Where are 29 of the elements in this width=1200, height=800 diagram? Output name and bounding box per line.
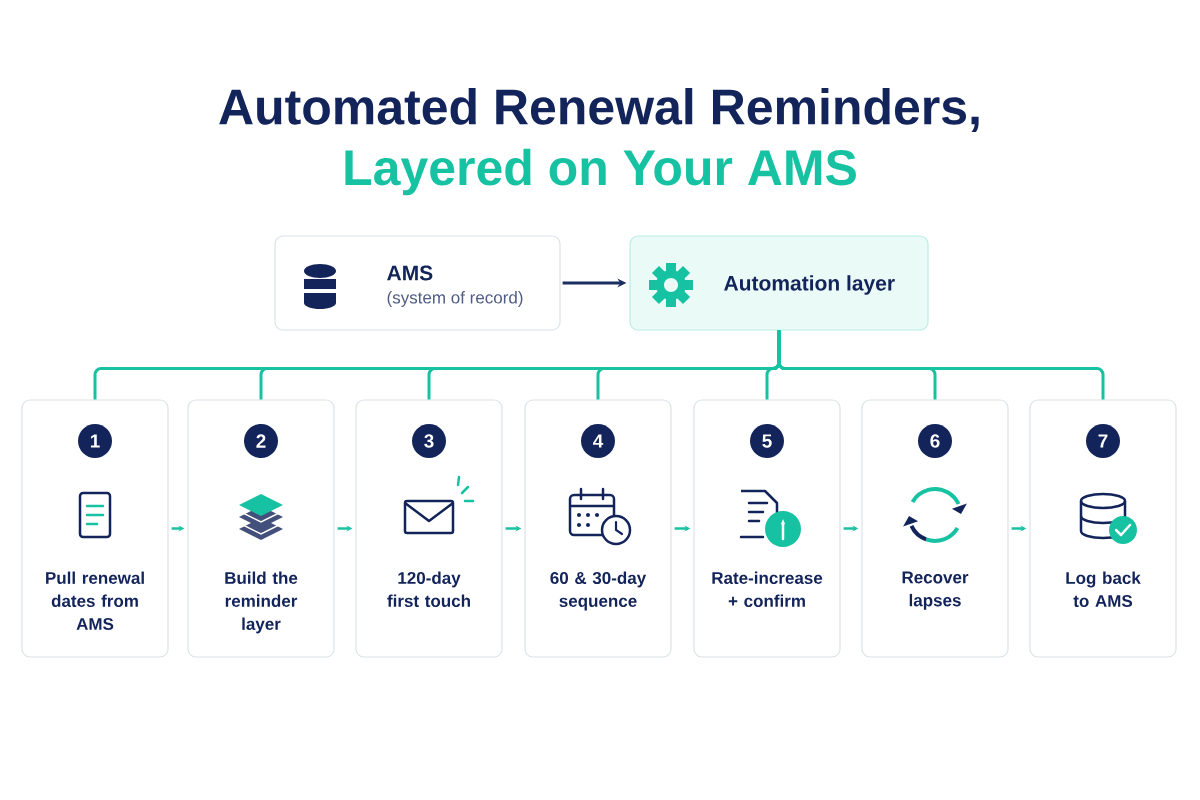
box-subtitle: (system of record) bbox=[387, 291, 523, 307]
step-label: Rate-increase + confirm bbox=[712, 571, 823, 607]
step-card bbox=[693, 399, 841, 658]
step-label: 120-day first touch bbox=[387, 571, 470, 607]
box-heading: AMS bbox=[387, 265, 433, 281]
number-badge: 3 bbox=[412, 424, 446, 458]
step-label: 60 & 30-day sequence bbox=[550, 571, 647, 611]
step-label: Build the reminder layer bbox=[225, 571, 298, 634]
number-badge: 4 bbox=[581, 424, 615, 458]
number-badge: 6 bbox=[918, 424, 952, 458]
number-badge: 5 bbox=[750, 424, 784, 458]
step-label: Pull renewal dates from AMS bbox=[46, 571, 144, 630]
title: Automated Renewal Reminders, bbox=[219, 88, 979, 132]
step-label: Recover lapses bbox=[902, 571, 969, 610]
box-heading: Automation layer bbox=[724, 275, 895, 295]
number-badge: 2 bbox=[244, 424, 278, 458]
step-card bbox=[1029, 399, 1177, 658]
step-card bbox=[355, 399, 503, 658]
number-badge: 7 bbox=[1086, 424, 1120, 458]
step-card bbox=[524, 399, 672, 658]
step-label: Log back to AMS bbox=[1066, 571, 1141, 607]
subtitle: Layered on Your AMS bbox=[345, 148, 856, 196]
number-badge: 1 bbox=[78, 424, 112, 458]
step-card bbox=[187, 399, 335, 658]
system-box bbox=[629, 235, 929, 331]
system-box bbox=[274, 235, 561, 331]
step-card bbox=[861, 399, 1009, 658]
connector-line bbox=[777, 330, 1105, 400]
step-card bbox=[21, 399, 169, 658]
